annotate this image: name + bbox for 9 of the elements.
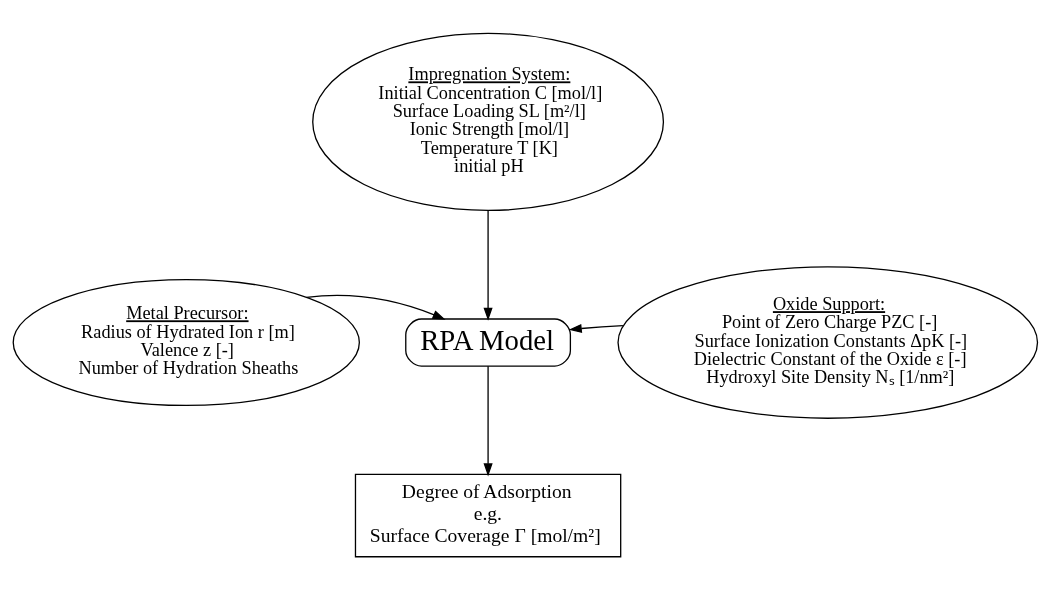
arrow: [305, 294, 446, 320]
arrow: [483, 209, 493, 321]
arrow: [483, 365, 493, 477]
node-ellipse: Impregnation System: Initial Concentration C [mol/l] Surface Loading SL [m²/l] Ionic Strength [mol/l] Temperature T [K] initial pH: [312, 32, 665, 212]
node-ellipse: Metal Precursor: Radius of Hydrated Ion r [m] Valence z [-] Number of Hydration Sheaths: [12, 278, 360, 407]
node-box: Degree of Adsorption e.g. Surface Coverage Γ [mol/m²]: [354, 473, 622, 558]
arrow: [568, 323, 624, 333]
node-box: RPA Model: [405, 318, 572, 367]
node-ellipse: Oxide Support: Point of Zero Charge PZC [-] Surface Ionization Constants ΔpK [-] Dielectric Constant of the Oxide ε [-] Hydroxyl Site Density Nₛ [1/nm²]: [617, 266, 1039, 419]
